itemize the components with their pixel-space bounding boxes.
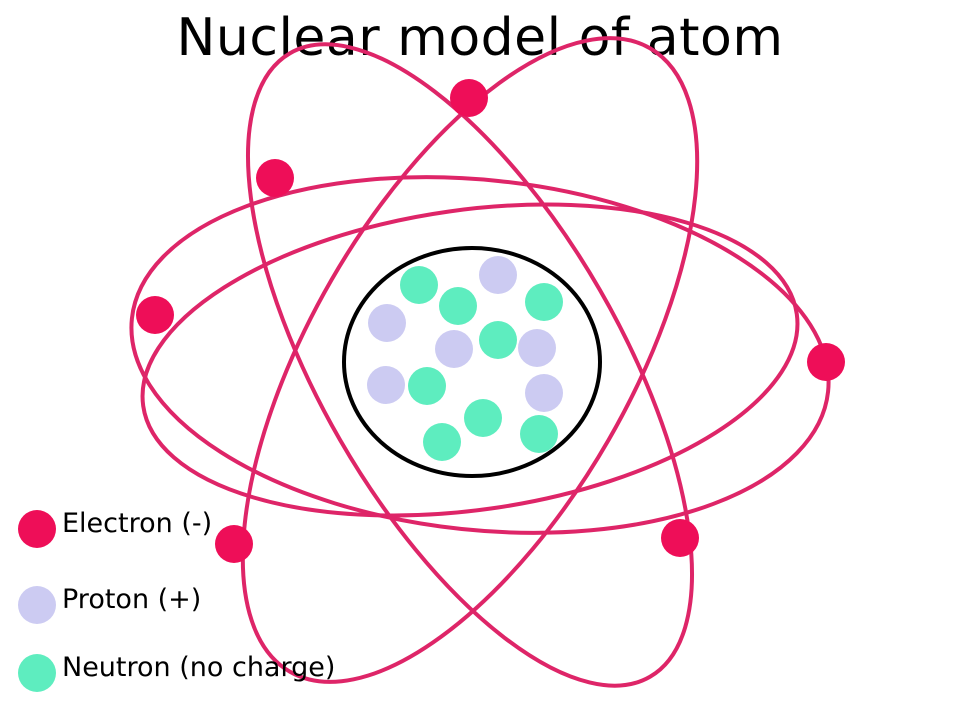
legend-neutron-swatch — [18, 654, 56, 692]
neutron — [479, 321, 517, 359]
proton — [525, 374, 563, 412]
legend-neutron-label: Neutron (no charge) — [62, 652, 336, 683]
electron — [661, 519, 699, 557]
electron — [450, 79, 488, 117]
neutron — [400, 266, 438, 304]
proton — [435, 330, 473, 368]
orbit-2 — [140, 202, 800, 518]
diagram-title: Nuclear model of atom — [176, 8, 784, 68]
legend-electron-swatch — [18, 510, 56, 548]
electron — [807, 343, 845, 381]
neutron — [520, 415, 558, 453]
electrons — [136, 79, 845, 563]
nucleus-boundary — [342, 246, 602, 478]
orbit-3 — [240, 36, 700, 684]
neutron — [464, 399, 502, 437]
electron — [215, 525, 253, 563]
nucleus-particles — [367, 256, 563, 461]
legend-proton-swatch — [18, 586, 56, 624]
neutron — [423, 423, 461, 461]
proton — [479, 256, 517, 294]
neutron — [408, 367, 446, 405]
proton — [518, 329, 556, 367]
orbits — [129, 36, 831, 688]
proton — [368, 304, 406, 342]
orbit-1 — [129, 175, 831, 535]
electron — [136, 296, 174, 334]
legend-electron-label: Electron (-) — [62, 508, 213, 539]
orbit-4 — [246, 42, 694, 688]
electron — [256, 159, 294, 197]
neutron — [525, 283, 563, 321]
legend-proton-label: Proton (+) — [62, 584, 202, 615]
proton — [367, 366, 405, 404]
neutron — [439, 287, 477, 325]
